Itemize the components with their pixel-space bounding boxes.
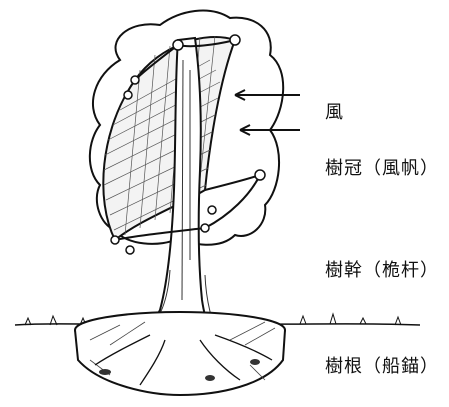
root-label: 樹根（船錨） — [325, 358, 439, 376]
trunk-label: 樹幹（桅杆） — [325, 262, 439, 280]
wind-label: 風 — [325, 104, 344, 122]
crown-label: 樹冠（風帆） — [325, 160, 439, 178]
